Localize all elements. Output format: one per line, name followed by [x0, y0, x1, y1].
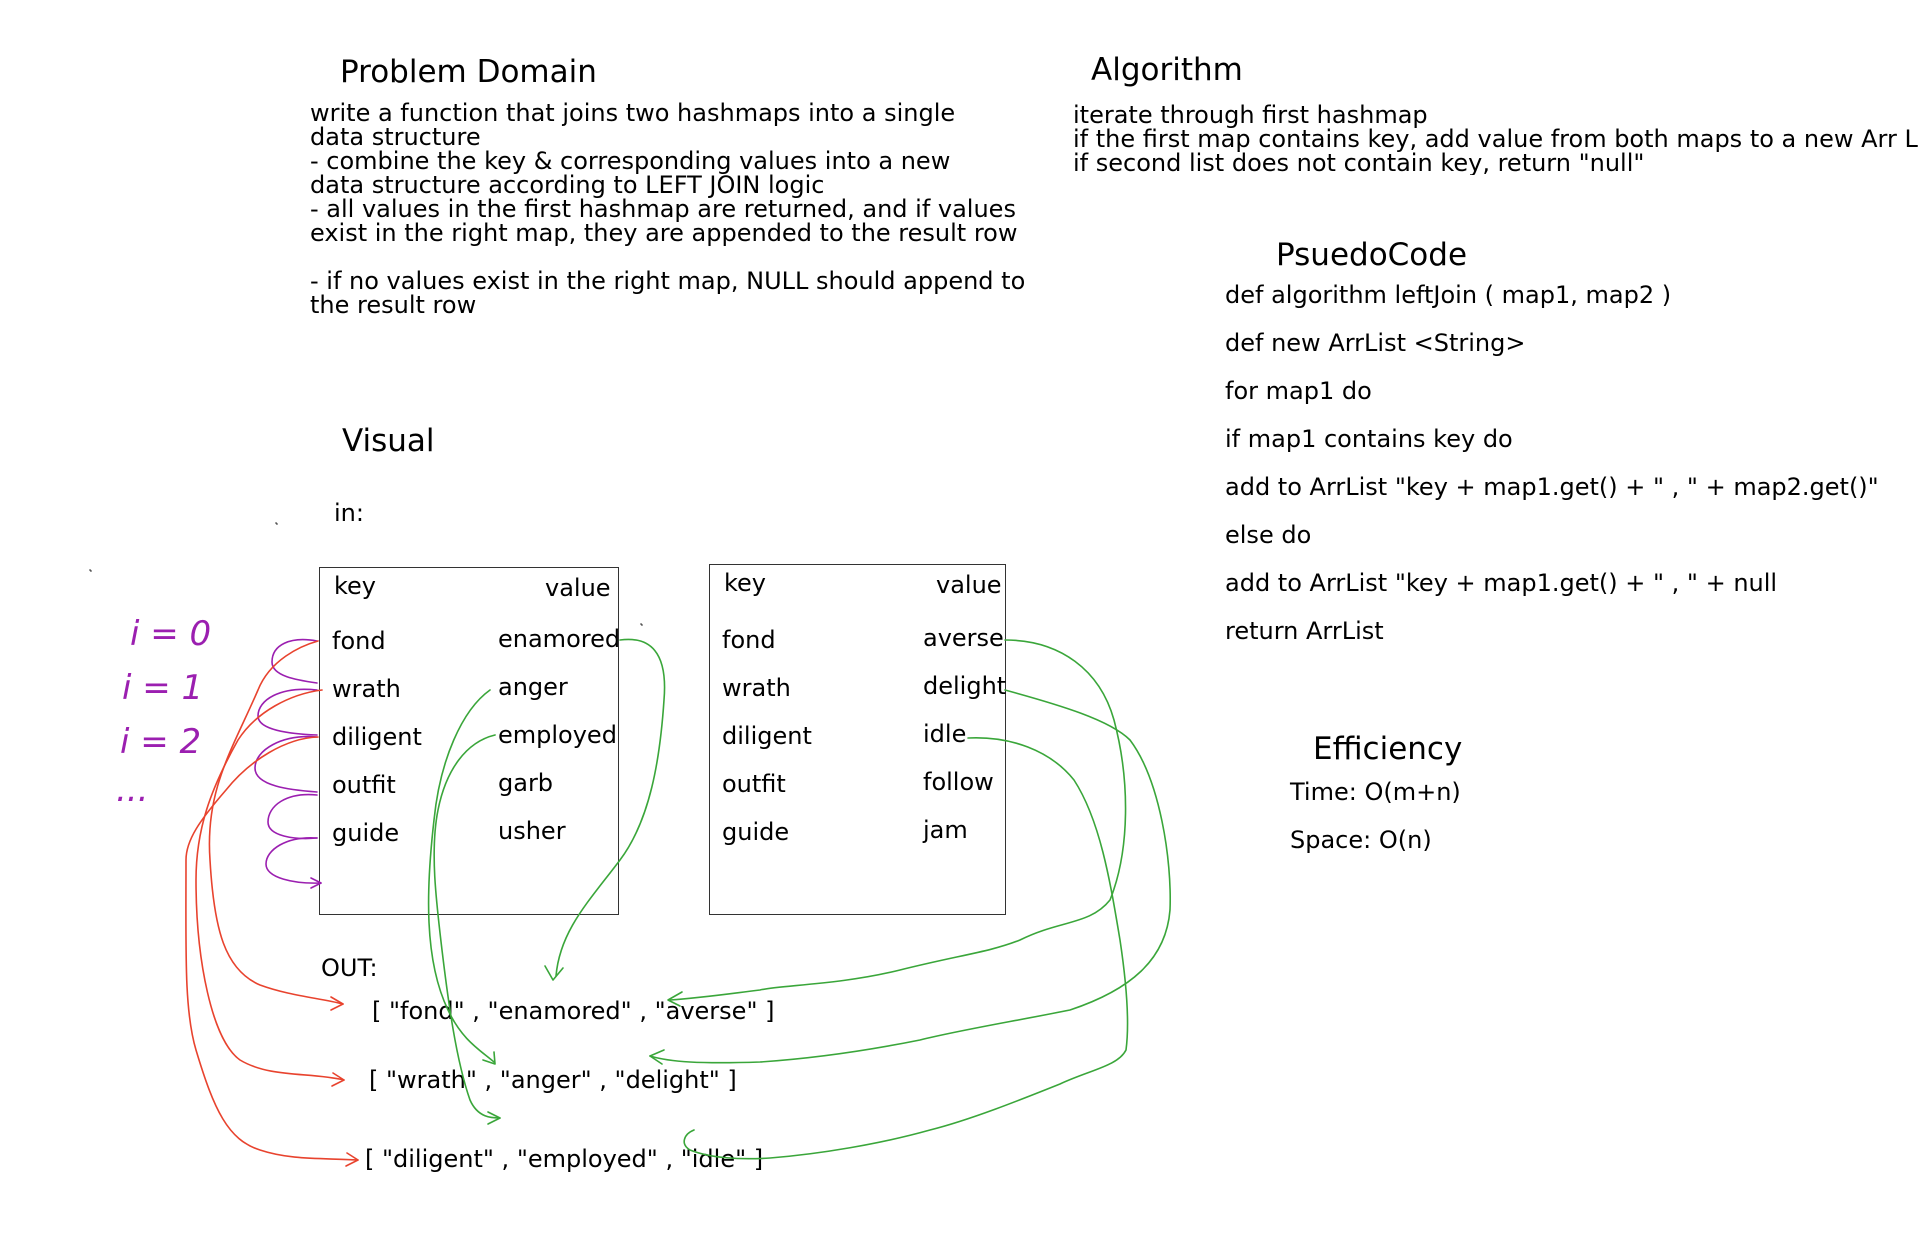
value-arrow-anger-head [482, 1051, 496, 1065]
left-value-cell: employed [498, 721, 617, 749]
pseudocode-line: add to ArrList "key + map1.get() + " , "… [1225, 569, 1778, 597]
output-row: [ "diligent" , "employed" , "idle" ] [365, 1145, 764, 1173]
key-arrow-diligent-head [345, 1152, 359, 1167]
right-value-header: value [936, 571, 1002, 599]
right-hashmap-table: key value fond wrath diligent outfit gui… [709, 564, 1006, 915]
right-key-cell: diligent [722, 722, 812, 750]
key-arrow-wrath-head [331, 1072, 345, 1087]
key-arrow-fond-head [330, 996, 344, 1011]
problem-domain-line: the result row [310, 291, 477, 319]
problem-domain-line: - all values in the first hashmap are re… [310, 195, 1016, 223]
right-value-cell: follow [923, 768, 994, 796]
algorithm-title: Algorithm [1091, 52, 1243, 88]
right-value-cell: averse [923, 624, 1004, 652]
right-key-cell: guide [722, 818, 790, 846]
pseudocode-line: def algorithm leftJoin ( map1, map2 ) [1225, 281, 1672, 309]
right-value-cell: delight [923, 672, 1007, 700]
value-arrow-delight-head [649, 1049, 665, 1065]
efficiency-title: Efficiency [1313, 731, 1463, 767]
right-key-header: key [724, 569, 767, 597]
right-value-cell: idle [923, 720, 967, 748]
iteration-loop-marks [254, 638, 322, 889]
iteration-label-2: i = 2 [120, 722, 202, 762]
left-key-cell: diligent [332, 723, 422, 751]
efficiency-space: Space: O(n) [1290, 826, 1432, 854]
left-key-cell: fond [332, 627, 386, 655]
algorithm-line: iterate through first hashmap [1073, 103, 1428, 129]
left-value-cell: garb [498, 769, 554, 797]
left-key-header: key [334, 572, 377, 600]
problem-domain-line: - if no values exist in the right map, N… [310, 267, 1026, 295]
algorithm-line: if the first map contains key, add value… [1073, 125, 1920, 153]
pseudocode-line: else do [1225, 521, 1312, 549]
pseudocode-line: return ArrList [1225, 617, 1384, 645]
visual-title: Visual [342, 423, 435, 459]
right-key-cell: fond [722, 626, 776, 654]
iteration-loop-0 [271, 638, 318, 684]
stray-dot [640, 623, 643, 626]
stray-dot [89, 569, 92, 572]
left-key-cell: outfit [332, 771, 396, 799]
problem-domain-line: write a function that joins two hashmaps… [310, 99, 956, 127]
pseudocode-line: add to ArrList "key + map1.get() + " , "… [1225, 473, 1879, 501]
iteration-loop-1 [257, 688, 318, 736]
pseudocode-line: for map1 do [1225, 377, 1372, 405]
iteration-label-1: i = 1 [122, 668, 204, 708]
problem-domain-line: - combine the key & corresponding values… [310, 147, 951, 175]
left-value-cell: anger [498, 673, 568, 701]
left-key-cell: wrath [332, 675, 401, 703]
algorithm-line: if second list does not contain key, ret… [1073, 149, 1645, 175]
left-value-cell: usher [498, 817, 566, 845]
efficiency-time: Time: O(m+n) [1290, 778, 1461, 806]
left-key-cell: guide [332, 819, 400, 847]
problem-domain-line: data structure according to LEFT JOIN lo… [310, 171, 825, 199]
problem-domain-text: write a function that joins two hashmaps… [310, 101, 1070, 317]
problem-domain-line: exist in the right map, they are appende… [310, 219, 1018, 247]
problem-domain-title: Problem Domain [340, 54, 597, 90]
iteration-loop-2 [254, 735, 318, 793]
iteration-loop-4 [265, 837, 322, 884]
problem-domain-line [310, 245, 1070, 269]
value-arrow-enamored-head [544, 965, 564, 981]
right-value-cell: jam [923, 816, 968, 844]
out-label: OUT: [321, 954, 378, 982]
iteration-label-0: i = 0 [130, 614, 212, 654]
iteration-ellipsis: ... [116, 770, 149, 810]
right-key-cell: outfit [722, 770, 786, 798]
iteration-loop-3 [267, 793, 318, 840]
left-hashmap-table: key value fond wrath diligent outfit gui… [319, 567, 621, 915]
in-label: in: [334, 499, 364, 527]
output-row: [ "fond" , "enamored" , "averse" ] [372, 997, 775, 1025]
pseudocode-title: PsuedoCode [1276, 237, 1468, 273]
problem-domain-line: data structure [310, 123, 481, 151]
left-value-header: value [545, 574, 611, 602]
left-value-cell: enamored [498, 625, 621, 653]
right-key-cell: wrath [722, 674, 791, 702]
stray-dot [275, 522, 278, 525]
algorithm-text: iterate through first hashmap if the fir… [1073, 103, 1920, 175]
value-arrow-employed-head [487, 1111, 501, 1125]
pseudocode-line: def new ArrList <String> [1225, 329, 1526, 357]
pseudocode-line: if map1 contains key do [1225, 425, 1513, 453]
output-row: [ "wrath" , "anger" , "delight" ] [369, 1066, 737, 1094]
